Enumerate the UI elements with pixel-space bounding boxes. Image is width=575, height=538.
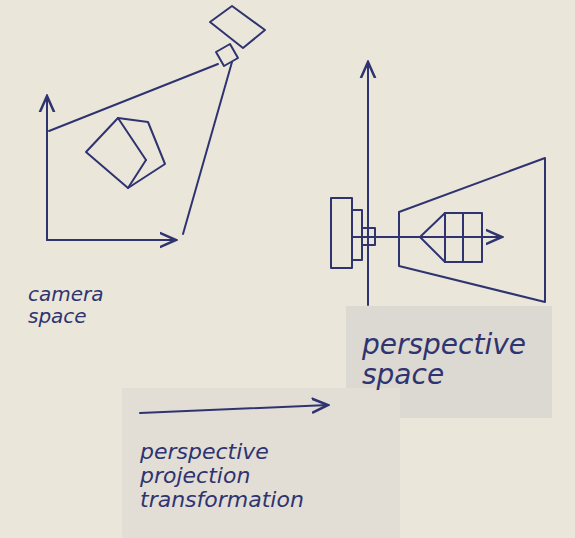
house-object <box>445 213 482 262</box>
hand-label: perspective space <box>362 330 548 390</box>
view-frustum <box>399 158 545 302</box>
house-edge <box>462 213 464 262</box>
house-edge <box>118 118 146 160</box>
hand-label: camera space <box>28 284 128 327</box>
camera-lens <box>362 228 375 245</box>
camera-lens <box>216 44 238 66</box>
y-axis <box>46 96 48 240</box>
house-object <box>420 213 445 262</box>
hand-label: perspective projection transformation <box>140 440 355 511</box>
view-ray <box>183 62 232 234</box>
camera-body <box>352 210 362 260</box>
paper-patch <box>122 388 400 538</box>
camera-body <box>331 198 352 268</box>
house-object <box>86 118 165 188</box>
house-edge <box>128 160 146 188</box>
transform-arrow <box>140 405 328 413</box>
y-axis <box>367 62 369 305</box>
x-axis <box>47 239 176 241</box>
house-edge <box>444 213 446 262</box>
camera-body <box>210 6 265 48</box>
